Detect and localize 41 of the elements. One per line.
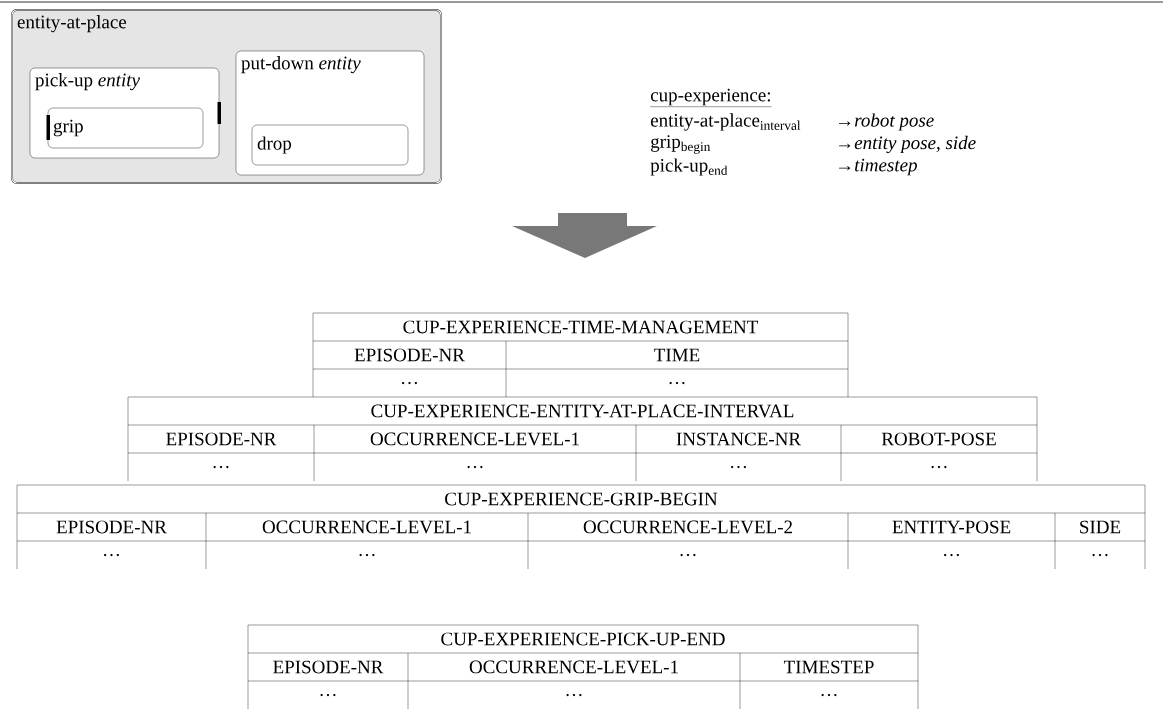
table-cell: CUP-EXPERIENCE-ENTITY-AT-PLACE-INTERVAL — [371, 404, 794, 418]
table-cell: … — [213, 465, 229, 469]
table-cell: … — [680, 553, 696, 557]
table-cell: ROBOT-POSE — [881, 432, 996, 446]
table-cell: … — [320, 693, 336, 697]
table-cell: OCCURRENCE-LEVEL-2 — [583, 520, 792, 534]
table-cell: … — [1092, 553, 1108, 557]
table-cell: SIDE — [1080, 520, 1121, 534]
table-cell: … — [821, 693, 837, 697]
table-cell: … — [731, 465, 746, 469]
table-cell: INSTANCE-NR — [676, 432, 802, 446]
table-cell: … — [359, 553, 375, 557]
mapping-text: →robot pose — [839, 113, 934, 131]
table-cell: EPISODE-NR — [354, 348, 465, 362]
table-cell: ENTITY-POSE — [892, 520, 1011, 534]
table-cell: … — [931, 465, 947, 469]
mapping-text: entity-at-place$_{interval}$ — [650, 113, 801, 131]
table-cell: OCCURRENCE-LEVEL-1 — [469, 660, 678, 674]
table-cell: … — [104, 553, 119, 557]
table-cell: OCCURRENCE-LEVEL-1 — [262, 520, 471, 534]
table-cell: EPISODE-NR — [166, 432, 277, 446]
action-box: drop — [251, 124, 409, 166]
table-cell: … — [566, 693, 582, 697]
table-cell: OCCURRENCE-LEVEL-1 — [370, 432, 579, 446]
table-cell: TIME — [654, 348, 700, 362]
table-cell: … — [669, 381, 685, 385]
table-cell: … — [402, 381, 417, 385]
mapping-text: →entity pose, side — [839, 135, 976, 154]
mapping-text: pick-up$_{end}$ — [650, 158, 728, 176]
table-cell: EPISODE-NR — [56, 520, 167, 534]
mapping-text: cup-experience: — [650, 88, 772, 107]
table-cell: TIMESTEP — [783, 660, 874, 674]
mapping-text: grip$_{begin}$ — [651, 135, 711, 154]
table-cell: CUP-EXPERIENCE-PICK-UP-END — [441, 632, 725, 646]
table-cell: EPISODE-NR — [273, 660, 384, 674]
table-cell: CUP-EXPERIENCE-GRIP-BEGIN — [445, 492, 718, 506]
action-box: grip — [47, 107, 204, 149]
table-cell: … — [944, 553, 959, 557]
table-cell: … — [467, 465, 483, 469]
table-cell: CUP-EXPERIENCE-TIME-MANAGEMENT — [403, 320, 758, 334]
mapping-text: →timestep — [839, 158, 917, 176]
